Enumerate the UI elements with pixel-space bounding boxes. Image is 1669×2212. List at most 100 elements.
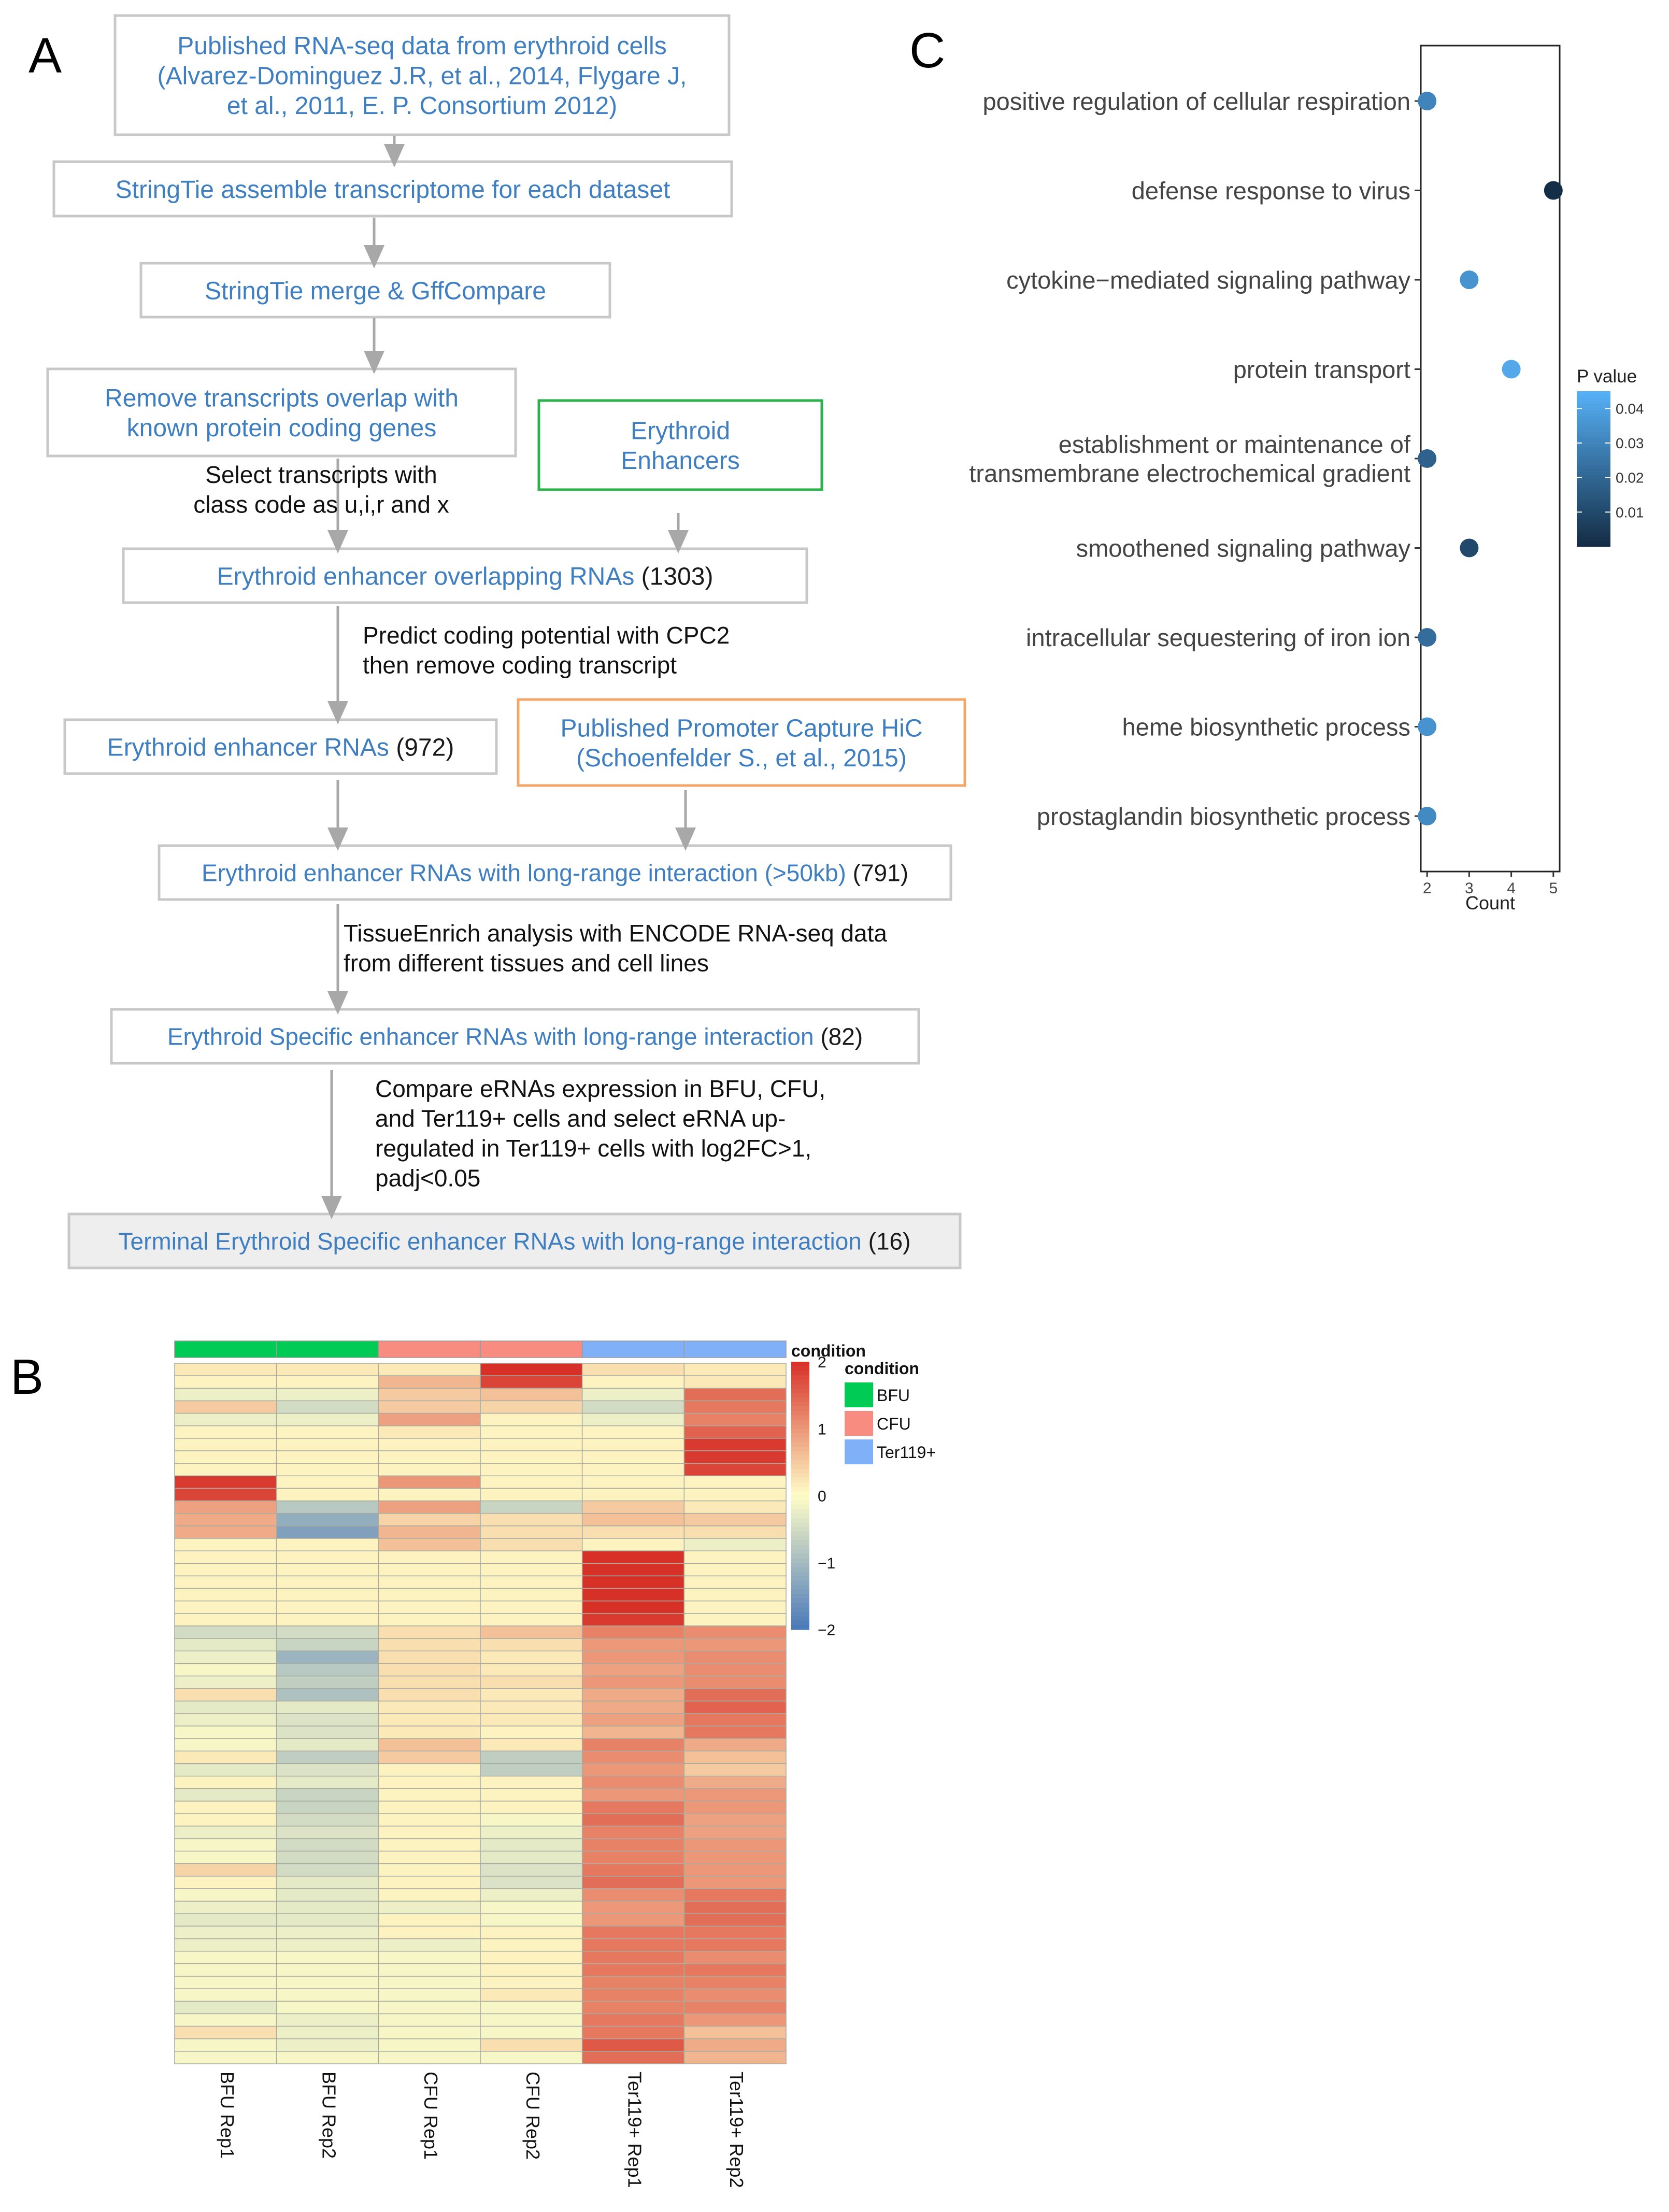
heatmap-cell (581, 1412, 685, 1426)
heatmap-cell (683, 1450, 787, 1464)
color-scale-segment (791, 1603, 809, 1608)
heatmap-cell (581, 1913, 685, 1927)
flow-note: TissueEnrich analysis with ENCODE RNA-se… (344, 920, 887, 977)
heatmap-cell (378, 2038, 481, 2052)
pvalue-legend-segment (1577, 463, 1610, 466)
heatmap-cell (378, 1575, 481, 1589)
color-scale-segment (791, 1393, 809, 1398)
color-scale-segment (791, 1406, 809, 1411)
heatmap-cell (683, 1738, 787, 1752)
condition-annotation-cell (683, 1340, 787, 1358)
panel-label-b: B (10, 1349, 44, 1405)
heatmap-cell (276, 1525, 379, 1539)
heatmap-cell (378, 1500, 481, 1514)
heatmap-cell (174, 1475, 277, 1489)
color-scale-segment (791, 1402, 809, 1407)
heatmap-cell (174, 1500, 277, 1514)
flow-box-frame (67, 1212, 962, 1269)
heatmap-cell (480, 1750, 583, 1764)
flow-box-count: (1303) (641, 563, 714, 590)
pvalue-legend-segment (1577, 413, 1610, 417)
heatmap-cell (378, 1638, 481, 1652)
heatmap-cell (174, 1563, 277, 1577)
pvalue-legend-segment (1577, 435, 1610, 438)
flow-box-label: Erythroid Specific enhancer RNAs with lo… (167, 1023, 821, 1050)
color-scale-segment (791, 1513, 809, 1519)
heatmap-cell (174, 1888, 277, 1902)
heatmap-cell (480, 1863, 583, 1877)
flow-note-line: Compare eRNAs expression in BFU, CFU, (375, 1075, 825, 1102)
heatmap-cell (378, 1788, 481, 1802)
heatmap-cell (480, 1788, 583, 1802)
heatmap-column-label: CFU Rep1 (420, 2072, 441, 2160)
heatmap-cell (378, 1976, 481, 1989)
heatmap-cell (480, 1600, 583, 1614)
heatmap-cell (276, 1838, 379, 1852)
heatmap-cell (174, 1938, 277, 1952)
heatmap-cell (174, 1688, 277, 1702)
pvalue-legend-segment (1577, 450, 1610, 454)
pvalue-legend-segment (1577, 519, 1610, 522)
pvalue-legend-tick-label: 0.01 (1616, 504, 1644, 520)
heatmap-cell (276, 1588, 379, 1602)
heatmap-cell (480, 1400, 583, 1414)
heatmap-cell (276, 1688, 379, 1702)
heatmap-cell (683, 1688, 787, 1702)
heatmap-cell (683, 1963, 787, 1977)
heatmap-cell (581, 1888, 685, 1902)
color-scale-tick-label: 1 (818, 1421, 826, 1438)
heatmap-cell (378, 1763, 481, 1777)
heatmap-cell (683, 1363, 787, 1376)
heatmap-cell (174, 1913, 277, 1927)
pvalue-legend-segment (1577, 460, 1610, 463)
heatmap-cell (683, 1475, 787, 1489)
color-scale-segment (791, 1598, 809, 1603)
color-scale-segment (791, 1366, 809, 1371)
pvalue-legend-segment (1577, 410, 1610, 413)
heatmap-cell (378, 1625, 481, 1639)
heatmap-cell (480, 1925, 583, 1939)
heatmap-cell (174, 2025, 277, 2039)
heatmap-cell (480, 1738, 583, 1752)
heatmap-cell (378, 1950, 481, 1964)
heatmap-cell (683, 1863, 787, 1877)
heatmap-cell (480, 1438, 583, 1451)
heatmap-cell (683, 1950, 787, 1964)
annotation-title: condition (791, 1342, 866, 1360)
pvalue-legend-segment (1577, 422, 1610, 426)
heatmap-cell (174, 1838, 277, 1852)
heatmap-cell (581, 1563, 685, 1577)
heatmap-cell (276, 1801, 379, 1814)
heatmap-cell (480, 1950, 583, 1964)
heatmap-cell (276, 1512, 379, 1526)
heatmap-cell (174, 1600, 277, 1614)
heatmap-cell (378, 1425, 481, 1439)
heatmap-cell (581, 1425, 685, 1439)
flow-box: StringTie assemble transcriptome for eac… (52, 160, 733, 218)
heatmap-cell (683, 1925, 787, 1939)
pvalue-legend-segment (1577, 540, 1610, 544)
heatmap-cell (378, 1725, 481, 1739)
heatmap-cell (480, 1850, 583, 1864)
heatmap-cell (581, 1388, 685, 1402)
color-scale-tick-label: −2 (818, 1622, 835, 1639)
heatmap-cell (480, 2025, 583, 2039)
pvalue-legend-segment (1577, 537, 1610, 541)
color-scale-segment (791, 1549, 809, 1554)
heatmap-cell (581, 1963, 685, 1977)
flow-box: Erythroid enhancer overlapping RNAs (130… (122, 547, 808, 604)
heatmap-cell (683, 1976, 787, 1989)
flow-box-count: (82) (820, 1023, 863, 1050)
heatmap-cell (581, 1475, 685, 1489)
flow-box-frame (517, 698, 966, 787)
color-scale-segment (791, 1455, 809, 1461)
color-scale-segment (791, 1410, 809, 1416)
heatmap-cell (276, 1963, 379, 1977)
pvalue-legend-segment (1577, 509, 1610, 513)
heatmap-cell (378, 2013, 481, 2027)
heatmap-cell (581, 1488, 685, 1502)
color-scale-segment (791, 1562, 809, 1567)
heatmap-cell (480, 1613, 583, 1626)
heatmap-cell (581, 1688, 685, 1702)
